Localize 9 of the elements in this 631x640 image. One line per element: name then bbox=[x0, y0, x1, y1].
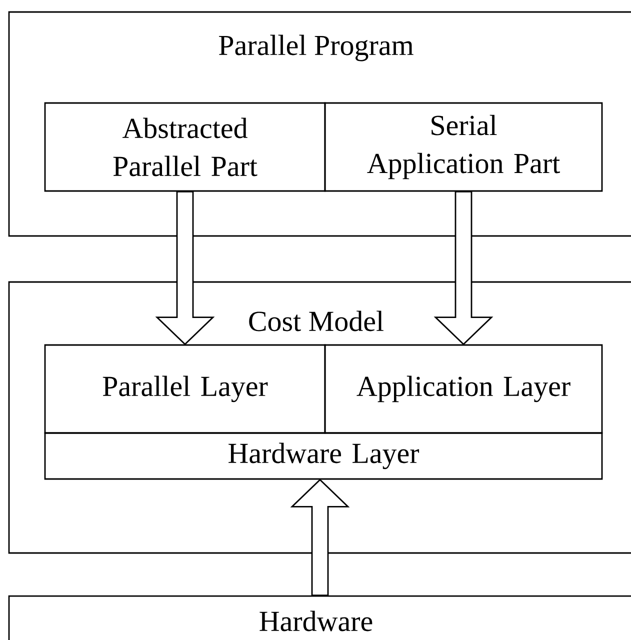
block-arrow bbox=[155, 191, 215, 346]
group-frame: Hardware bbox=[8, 595, 631, 640]
layer-box: Serial Application Part bbox=[324, 102, 603, 192]
layer-box: Parallel Layer bbox=[44, 344, 326, 434]
layer-box: Application Layer bbox=[324, 344, 603, 434]
layer-box: Hardware Layer bbox=[44, 432, 603, 480]
block-arrow bbox=[290, 478, 350, 596]
block-arrow bbox=[434, 191, 494, 346]
layer-box: Abstracted Parallel Part bbox=[44, 102, 326, 192]
